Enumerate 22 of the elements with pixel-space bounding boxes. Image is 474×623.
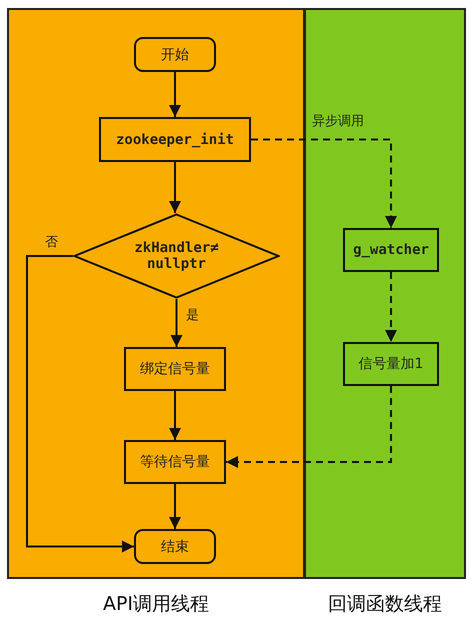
arrow xyxy=(251,138,397,228)
arrow xyxy=(169,72,181,117)
arrow xyxy=(169,391,181,440)
edge-label: 否 xyxy=(45,234,58,251)
arrow xyxy=(26,255,134,552)
lane-heading: API调用线程 xyxy=(102,592,210,617)
arrow xyxy=(169,484,181,529)
edge-label: 是 xyxy=(186,307,199,324)
process-box: g_watcher xyxy=(343,228,439,272)
arrow xyxy=(226,386,392,468)
terminal-box: 开始 xyxy=(134,37,216,72)
arrow xyxy=(169,162,181,213)
process-box: 绑定信号量 xyxy=(124,347,226,391)
edge-label: 异步调用 xyxy=(312,113,364,130)
lane-heading: 回调函数线程 xyxy=(327,592,443,617)
arrow xyxy=(170,299,182,347)
arrow xyxy=(385,272,397,342)
decision-diamond: zkHandler≠ nullptr xyxy=(73,213,280,299)
process-box: 等待信号量 xyxy=(124,440,226,484)
terminal-box: 结束 xyxy=(134,529,216,564)
process-box: zookeeper_init xyxy=(99,117,251,162)
process-box: 信号量加1 xyxy=(343,342,439,386)
